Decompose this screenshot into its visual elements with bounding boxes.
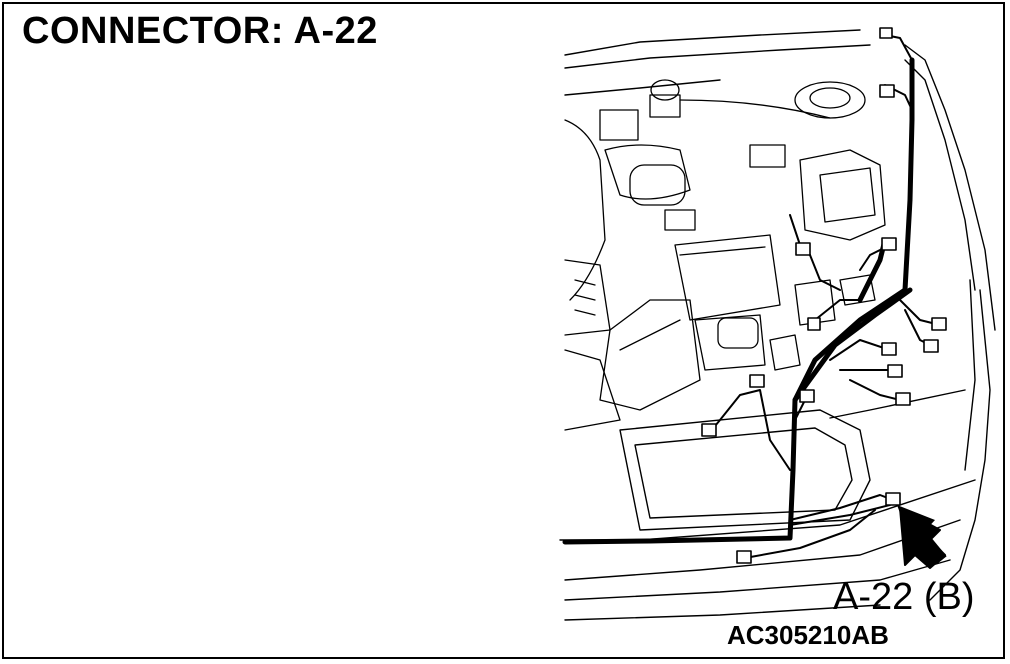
connector-a22: [885, 492, 901, 506]
page-title: CONNECTOR: A-22: [22, 10, 378, 52]
callout-arrow: [897, 505, 947, 569]
hood-outline: [564, 29, 996, 601]
figure-code: AC305210AB: [727, 620, 889, 650]
connector-callout-label: A-22 (B): [833, 576, 975, 618]
branch-wires: [709, 34, 941, 559]
engine-components: [564, 79, 886, 431]
connector-blocks: [701, 27, 947, 564]
